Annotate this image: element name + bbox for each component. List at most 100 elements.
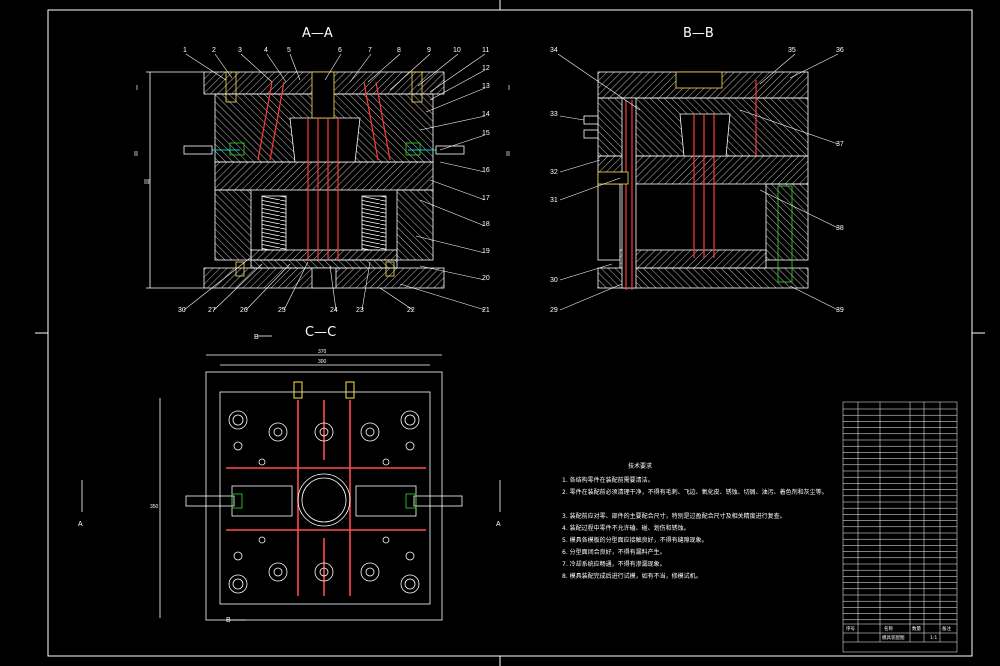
mold-core: [289, 117, 361, 163]
part-label: 5: [287, 47, 291, 54]
dim-plate-height: 350: [150, 504, 159, 510]
cc-guide-holes: [228, 410, 420, 594]
notes-title: 技术要求: [628, 462, 652, 470]
spacer-block-right: [396, 189, 434, 261]
cooling-nipple-left: [183, 145, 213, 155]
section-title-aa: A—A: [302, 26, 333, 41]
aa-leader-lines: [183, 53, 486, 311]
section-aa-view: [146, 71, 465, 289]
aa-part-labels-top: 1 2 3 4 5 6 7 8 9 10 11: [183, 47, 489, 54]
title-block-text: 序号 名称 数量 备注 模具装配图 1:1: [846, 625, 951, 641]
part-label: 23: [356, 307, 364, 314]
part-label: 32: [550, 169, 558, 176]
part-label: 39: [836, 307, 844, 314]
part-label: 1: [183, 47, 187, 54]
note-item: 6. 分型面闭合良好，不得有漏料产生。: [562, 548, 666, 556]
cooling-nipple-right: [435, 145, 465, 155]
ejector-retainer-plate: [250, 249, 398, 261]
part-label: 22: [407, 307, 415, 314]
cc-slide-right: [355, 485, 417, 517]
ejector-plate: [250, 259, 398, 269]
side-mark: I: [136, 85, 138, 92]
return-spring-right: [361, 195, 387, 251]
cc-slide-left: [231, 485, 293, 517]
part-label: 34: [550, 47, 558, 54]
part-label: 3: [238, 47, 242, 54]
bom-header-qty: 数量: [912, 625, 921, 632]
bb-part-labels-right: 35 36 37 38 39: [788, 47, 844, 314]
bom-header-no: 序号: [846, 625, 855, 632]
part-label: 13: [482, 83, 490, 90]
part-label: 21: [482, 307, 490, 314]
section-bb-view: [583, 71, 809, 290]
part-label: 6: [338, 47, 342, 54]
note-item: 1. 各结构零件在装配前需要清洁。: [562, 476, 654, 484]
side-mark: I: [508, 85, 510, 92]
part-label: 31: [550, 197, 558, 204]
section-mark-a-right: A: [496, 521, 501, 528]
parts-list-table: [842, 401, 958, 653]
bb-ejector-plates: [619, 249, 767, 269]
bb-core: [679, 113, 731, 157]
part-label: 16: [482, 167, 490, 174]
cc-inner-plate: [219, 391, 431, 605]
bb-side-marks: I II: [506, 85, 510, 158]
part-label: 2: [212, 47, 216, 54]
part-label: 27: [208, 307, 216, 314]
part-label: 26: [240, 307, 248, 314]
part-label: 35: [788, 47, 796, 54]
bom-header-note: 备注: [942, 625, 951, 632]
part-label: 12: [482, 65, 490, 72]
cc-central-core: [297, 473, 351, 527]
part-label: 36: [836, 47, 844, 54]
part-label: 10: [453, 47, 461, 54]
side-mark: II: [506, 151, 510, 158]
drawing-border: [35, 0, 985, 666]
spacer-block-left: [214, 189, 252, 261]
part-label: 14: [482, 111, 490, 118]
technical-requirements: 技术要求 1. 各结构零件在装配前需要清洁。 2. 零件在装配前必须清理干净，不…: [562, 462, 828, 580]
part-label: 20: [482, 275, 490, 282]
side-mark: III: [144, 179, 150, 186]
part-label: 18: [482, 221, 490, 228]
dim-plate-width: 300: [318, 359, 327, 365]
note-item: 3. 装配前应对零、部件的主要配合尺寸，特别是过盈配合尺寸及相关精度进行复查。: [562, 512, 786, 520]
bb-guide-pillar: [621, 97, 637, 289]
section-mark-b-top: B: [254, 334, 259, 341]
cc-marks: B B A A 370 300 350: [78, 334, 501, 624]
side-mark: II: [134, 151, 138, 158]
part-label: 7: [368, 47, 372, 54]
dim-overall-width: 370: [318, 349, 327, 355]
bb-spacer-right: [765, 183, 809, 261]
sprue-bushing: [311, 71, 335, 119]
note-item: 5. 模具各模板的分型面应接触良好，不得有缝隙现象。: [562, 536, 708, 544]
section-cc-view: [81, 335, 501, 621]
section-title-cc: C—C: [305, 325, 336, 340]
part-label: 4: [264, 47, 268, 54]
note-item: 8. 模具装配完成后进行试模，如有不当，修模试机。: [562, 572, 702, 580]
part-label: 37: [836, 141, 844, 148]
part-label: 30: [550, 277, 558, 284]
note-item: 7. 冷却系统应畅通，不得有渗漏现象。: [562, 560, 666, 568]
part-label: 19: [482, 248, 490, 255]
part-label: 33: [550, 111, 558, 118]
part-label: 29: [550, 307, 558, 314]
core-plate: [214, 161, 434, 191]
note-item: 2. 零件在装配前必须清理干净，不得有毛刺、飞边、氧化皮、锈蚀、切屑、油污、着色…: [562, 488, 828, 496]
return-spring-left: [261, 195, 287, 251]
part-label: 11: [482, 47, 489, 54]
aa-part-labels-right: 12 13 14 15 16 17 18 19 20 21: [482, 65, 490, 314]
aa-part-labels-bottom: 30 27 26 25 24 23 22: [178, 307, 415, 314]
drawing-scale: 1:1: [930, 635, 937, 641]
section-mark-b-bottom: B: [226, 617, 231, 624]
part-label: 38: [836, 225, 844, 232]
aa-side-marks: I II III: [134, 85, 150, 186]
part-label: 15: [482, 130, 490, 137]
bom-header-name: 名称: [884, 625, 893, 632]
part-label: 9: [427, 47, 431, 54]
drawing-name: 模具装配图: [882, 634, 905, 641]
section-title-bb: B—B: [683, 26, 714, 41]
part-label: 17: [482, 195, 490, 202]
part-label: 8: [397, 47, 401, 54]
